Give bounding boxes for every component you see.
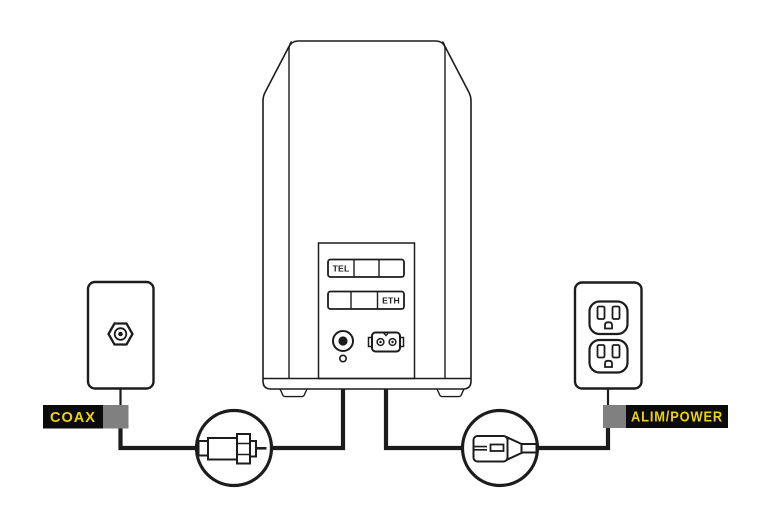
coax-connector-icon (107, 322, 134, 346)
coax-label: COAX (43, 405, 129, 429)
eth-port-label: ETH (382, 296, 400, 306)
coax-port-icon (332, 330, 354, 363)
power-port-icon (367, 331, 405, 353)
coax-plug-icon (197, 433, 267, 465)
coax-wall-plate (86, 280, 155, 390)
modem-device: TEL ETH (262, 40, 472, 398)
coax-label-text: COAX (50, 409, 96, 426)
device-foot-right (436, 388, 465, 398)
power-plug-icon (472, 435, 538, 463)
device-ports-panel: TEL ETH (317, 242, 416, 380)
power-label: ALIM/POWER (603, 405, 728, 428)
power-outlet-plate (573, 281, 643, 390)
power-label-text: ALIM/POWER (631, 409, 723, 426)
power-plug-magnifier (460, 408, 540, 488)
outlet-receptacle-bottom (588, 338, 629, 374)
device-foot-left (279, 388, 308, 398)
eth-port-row: ETH (327, 290, 405, 310)
device-outline (262, 40, 472, 390)
tel-port-label: TEL (333, 264, 350, 274)
outlet-receptacle-top (588, 300, 629, 336)
coax-plug-magnifier (194, 408, 274, 488)
tel-port-row: TEL (327, 258, 405, 278)
